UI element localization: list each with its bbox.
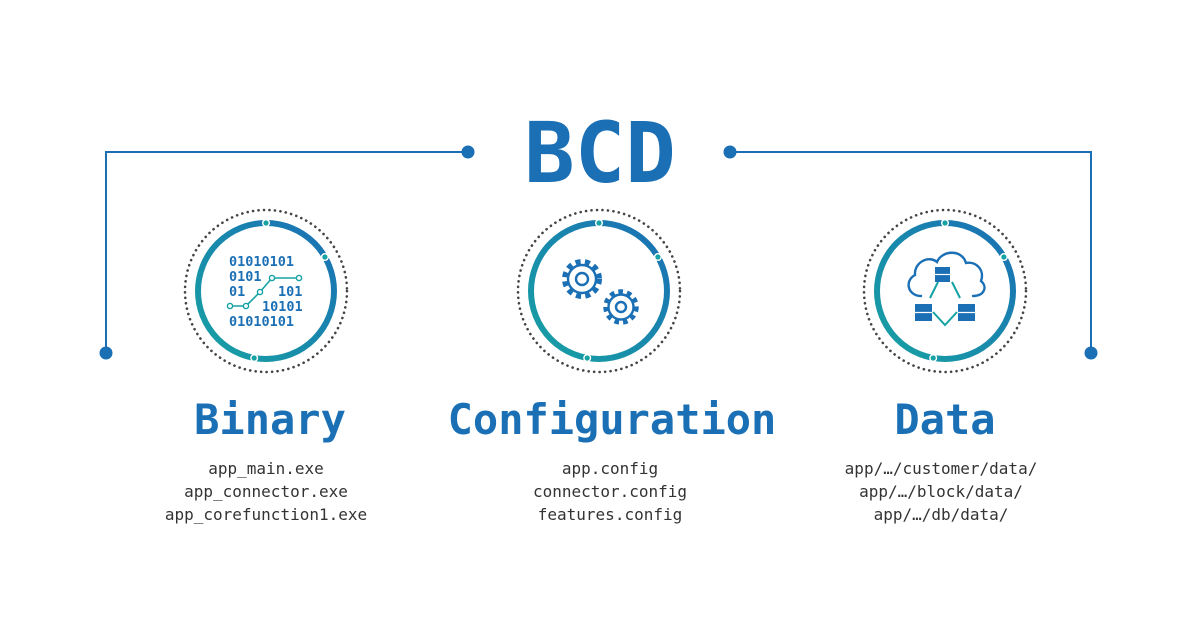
gradient-ring [528,220,670,362]
column-heading: Configuration [448,395,777,444]
binary-line: 101 [278,284,302,300]
gears-icon [562,259,639,325]
connector-right [723,145,1098,360]
ring-accent-dot [930,355,936,361]
ring-accent-dot [322,254,328,260]
column-binary: 01010101 0101 01 101 10101 01010101 Bina… [165,208,367,524]
file-item: app_connector.exe [184,482,348,501]
page-title: BCD [524,104,676,202]
column-data: Data app/…/customer/data/ app/…/block/da… [845,208,1038,524]
file-item: app.config [562,459,658,478]
gear-teeth [603,289,639,325]
binary-code-icon: 01010101 0101 01 101 10101 01010101 [226,254,303,330]
ring-accent-dot [263,220,269,226]
file-item: connector.config [533,482,687,501]
ring-accent-dot [942,220,948,226]
connector-dot [461,145,475,159]
binary-line: 01010101 [229,314,294,330]
gradient-ring [195,220,337,362]
dotted-ring [862,208,1028,374]
connector-dot [723,145,737,159]
ring-accent-dot [596,220,602,226]
connector-dot [1084,346,1098,360]
ring-accent-dot [251,355,257,361]
ring-accent-dot [584,355,590,361]
file-item: app/…/block/data/ [859,482,1023,501]
gradient-ring [874,220,1016,362]
dotted-ring [516,208,682,374]
binary-line: 10101 [262,299,303,315]
connector-left [99,145,475,360]
file-item: app_corefunction1.exe [165,505,367,524]
binary-line: 01010101 [229,254,294,270]
file-item: app/…/db/data/ [874,505,1009,524]
column-heading: Data [894,395,995,444]
connector-dot [99,346,113,360]
file-item: app_main.exe [208,459,324,478]
ring-accent-dot [1001,254,1007,260]
cloud-blocks-icon [907,251,986,327]
ring-accent-dot [655,254,661,260]
file-item: app/…/customer/data/ [845,459,1038,478]
column-heading: Binary [194,395,346,444]
binary-line: 01 [229,284,245,300]
dotted-ring [183,208,349,374]
file-item: features.config [538,505,683,524]
binary-line: 0101 [229,269,262,285]
gear-teeth [562,259,602,299]
column-configuration: Configuration app.config connector.confi… [448,208,777,524]
